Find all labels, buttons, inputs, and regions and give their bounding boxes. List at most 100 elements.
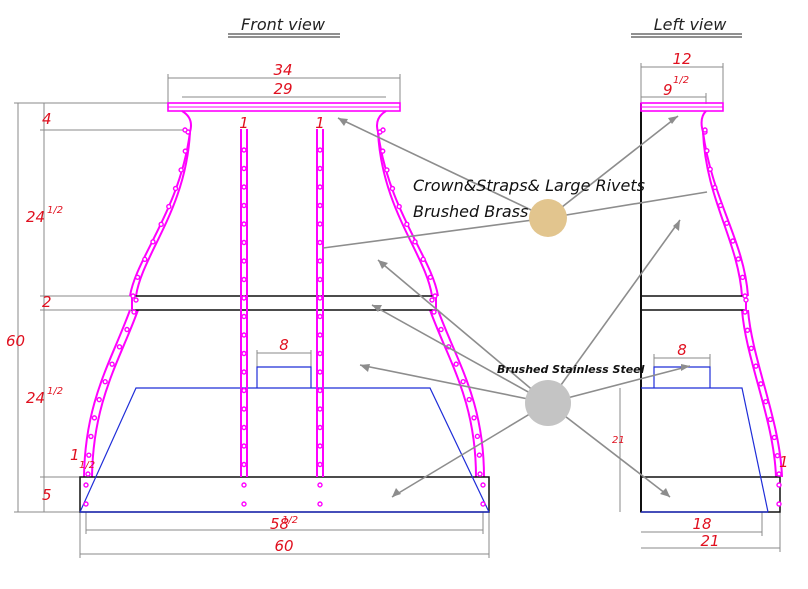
rivet: [241, 313, 247, 320]
dim-crown-bottom-width: 29: [273, 80, 292, 98]
rivet: [317, 239, 323, 246]
rivet: [241, 147, 247, 153]
front-dimension-labels: 34 29 1 1 4 24 1/2 2 60 24 1/2 1 1/2 5 8…: [6, 61, 325, 555]
rivet: [471, 415, 477, 421]
dim-bottom-width-frac: 1/2: [282, 515, 298, 526]
rivet: [735, 256, 742, 262]
rivet: [723, 220, 730, 226]
front-liner: [79, 387, 490, 513]
rivet: [91, 415, 98, 421]
front-band: [131, 295, 437, 311]
dim-upper-height-frac: 1/2: [47, 205, 63, 216]
rivet: [776, 471, 782, 477]
front-upper-right-curve: [376, 110, 433, 297]
rivet: [389, 185, 396, 192]
stainless-callout: Brushed Stainless Steel: [497, 363, 645, 376]
front-liner-box: [256, 366, 312, 388]
rivet: [241, 165, 247, 172]
rivet: [172, 185, 179, 192]
rivet: [150, 239, 156, 245]
rivet: [776, 482, 782, 488]
rivet: [742, 309, 748, 315]
front-lower-left-curve: [83, 309, 131, 478]
rivet: [317, 482, 323, 488]
front-rivets: [83, 127, 486, 507]
rivet: [158, 221, 164, 228]
left-lower-curve: [747, 309, 783, 478]
rivet: [460, 378, 466, 385]
rivet: [420, 256, 426, 263]
dim-edge-whole: 1: [70, 446, 80, 464]
rivet: [317, 387, 323, 394]
rivet: [96, 396, 102, 403]
front-dimension-lines: [14, 74, 490, 558]
rivet: [431, 309, 437, 315]
left-dimension-labels: 12 9 1/2 8 21 1 18 21: [612, 50, 789, 550]
dim-left-box-width: 8: [677, 341, 687, 359]
dim-left-bottom-overall: 21: [700, 532, 719, 550]
rivet: [758, 381, 764, 387]
rivet: [317, 369, 323, 375]
left-band: [640, 295, 747, 311]
dim-lower-height-frac: 1/2: [47, 386, 63, 397]
rivet: [317, 184, 323, 190]
rivet: [241, 221, 247, 227]
dim-left-inner-frac: 1/2: [673, 75, 689, 86]
rivet: [477, 471, 483, 477]
brass-swatch: [529, 199, 567, 237]
rivet: [241, 424, 247, 431]
rivet: [404, 221, 410, 228]
rivet: [241, 461, 247, 468]
left-upper-curve: [700, 110, 743, 297]
rivet: [717, 202, 724, 209]
rivet: [130, 293, 136, 299]
rivet: [704, 148, 710, 154]
stainless-swatch: [525, 380, 571, 426]
rivet: [182, 127, 188, 133]
rivet: [707, 166, 713, 172]
rivet: [384, 167, 390, 173]
rivet: [83, 482, 89, 488]
rivet: [429, 297, 435, 303]
dim-left-vertical-depth: 21: [612, 435, 625, 446]
rivet: [317, 424, 323, 431]
rivet: [317, 221, 323, 227]
front-lower-right-curve: [437, 309, 485, 478]
rivet: [317, 501, 323, 507]
rivet: [241, 184, 247, 190]
front-view-title: Front view: [241, 15, 326, 34]
rivet: [412, 239, 418, 245]
rivet: [748, 345, 755, 351]
rivet: [380, 127, 386, 133]
rivet: [88, 433, 94, 440]
rivet: [241, 202, 247, 209]
dim-left-inner-whole: 9: [663, 81, 673, 99]
front-lower-right-curve-inner: [429, 309, 477, 478]
rivet: [116, 344, 123, 350]
dim-left-top-width: 12: [672, 50, 691, 68]
rivet: [241, 276, 247, 283]
rivet: [476, 452, 483, 458]
rivet: [480, 482, 486, 488]
rivet: [241, 482, 247, 488]
rivet: [712, 184, 718, 191]
rivet: [241, 387, 247, 394]
dim-base-height: 5: [42, 486, 52, 504]
rivet: [774, 452, 781, 459]
dim-overall-width: 60: [274, 537, 293, 555]
rivet: [241, 258, 247, 264]
rivet: [744, 327, 751, 333]
leader-lines: [322, 115, 708, 498]
rivet: [474, 433, 481, 440]
dim-overall-height: 60: [6, 332, 25, 350]
rivet: [480, 501, 486, 507]
rivet: [241, 350, 247, 357]
dim-edge-frac: 1/2: [79, 460, 95, 471]
front-upper-left-curve-outer: [129, 131, 191, 297]
front-upper-left-curve: [135, 110, 192, 297]
front-base: [79, 476, 490, 513]
rivet: [317, 258, 323, 264]
front-upper-right-curve-outer: [377, 131, 439, 297]
rivet: [317, 313, 323, 320]
rivet: [317, 406, 323, 412]
